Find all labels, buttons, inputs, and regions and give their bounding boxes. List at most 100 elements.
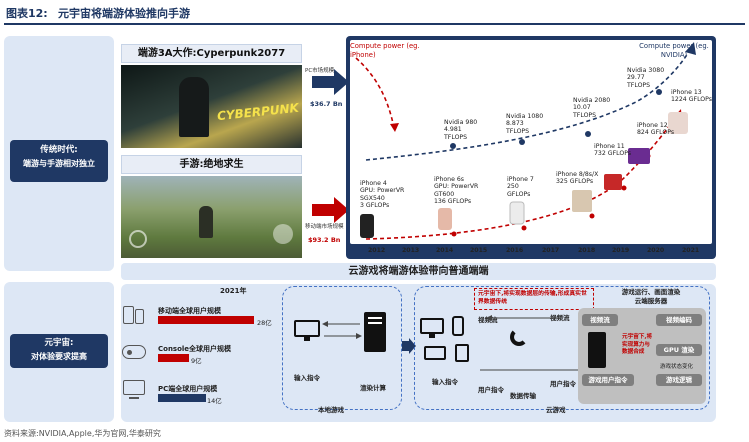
- iphone-13-photo: [668, 112, 688, 134]
- figure-number: 图表12:: [6, 7, 48, 20]
- soldier-silhouette: [199, 206, 213, 238]
- user-year: 2021年: [220, 287, 247, 295]
- gpu-render-box: GPU 渲染: [656, 344, 702, 356]
- local-gaming-box: [282, 286, 402, 410]
- timeline-curves: [355, 42, 696, 240]
- cloud-flow-arrows: [480, 315, 584, 373]
- pubg-screenshot: [121, 176, 302, 258]
- year-2019: 2019: [612, 247, 630, 254]
- game-logic-box: 游戏逻辑: [656, 374, 702, 386]
- traditional-label-box: 传统时代: 端游与手游相对独立: [10, 140, 108, 182]
- iphone-11-photo: [604, 174, 622, 190]
- iphone-8-point: [589, 213, 595, 219]
- server-title-2: 云端服务器: [634, 297, 668, 305]
- cloud-banner: 云游戏将端游体验带向普通端端: [121, 263, 716, 280]
- cloud-phone-icon: [452, 316, 464, 336]
- mobile-arrow: [312, 197, 349, 223]
- mobile-devices-icon: [121, 306, 147, 326]
- left-panel-traditional: 传统时代: 端游与手游相对独立: [4, 36, 114, 271]
- server-tower-icon: [588, 332, 606, 368]
- cloud-transmit-label: 数据传输: [510, 392, 536, 400]
- iphone-7-photo: [509, 201, 525, 225]
- console-users-bar: [158, 354, 189, 362]
- joystick-icon: [129, 230, 147, 248]
- pc-arrow: [312, 69, 349, 95]
- cyberpunk-screenshot: CYBERPUNK: [121, 65, 302, 148]
- pc-game-caption: 端游3A大作:Cyperpunk2077: [121, 44, 302, 63]
- figure-title-bar: 图表12: 元宇宙将端游体验推向手游: [4, 3, 745, 25]
- pc-users-bar: [158, 394, 206, 402]
- nvidia-980-point: [450, 143, 456, 149]
- iphone-12-photo: [628, 148, 650, 164]
- game-state-note: 游戏状态变化: [660, 364, 694, 370]
- cloud-footer: 云游戏: [546, 406, 566, 414]
- metaverse-side-note: 元宇宙下,将实现算力与数据合成: [622, 334, 653, 355]
- cloud-laptop-icon: [424, 346, 446, 360]
- iphone-7-point: [521, 225, 527, 231]
- local-tower-icon: [364, 312, 386, 352]
- gamepad-icon: [121, 342, 147, 362]
- year-2020: 2020: [647, 247, 665, 254]
- pc-market-label: PC市场规模: [305, 68, 335, 74]
- video-stream-box: 视频流: [582, 314, 618, 326]
- year-axis: 2012 2013 2014 2015 2016 2017 2018 2019 …: [350, 247, 712, 257]
- local-to-cloud-arrow: [402, 338, 416, 354]
- cloud-gaming-box: [414, 286, 710, 410]
- satellite-dish-icon: [508, 326, 532, 350]
- character-silhouette: [179, 77, 209, 137]
- pc-users-label: PC端全球用户规模: [158, 385, 218, 393]
- server-header: 游戏运行、画面渲染 云端服务器: [596, 288, 706, 308]
- nvidia-2080-point: [585, 131, 591, 137]
- mobile-market-label: 移动端市场规模: [305, 224, 344, 230]
- mobile-game-caption: 手游:绝地求生: [121, 155, 302, 174]
- year-2012: 2012: [368, 247, 386, 254]
- iphone-8-photo: [572, 190, 592, 212]
- local-input-label: 输入指令: [294, 374, 320, 382]
- console-users-label: Console全球用户规模: [158, 345, 232, 353]
- video-encode-box: 视频编码: [656, 314, 702, 326]
- metaverse-title: 元宇宙:: [44, 338, 74, 348]
- pc-users-value: 14亿: [207, 397, 222, 405]
- year-2015: 2015: [470, 247, 488, 254]
- traditional-title: 传统时代:: [40, 145, 78, 155]
- nvidia-1080-point: [519, 139, 525, 145]
- iphone-6s-point: [451, 231, 457, 237]
- server-title-1: 游戏运行、画面渲染: [621, 288, 681, 296]
- metaverse-note-box: [474, 288, 594, 310]
- pc-market-value: $36.7 Bn: [310, 100, 343, 108]
- metaverse-label-box: 元宇宙: 对体验要求提高: [10, 334, 108, 368]
- iphone-11-point: [621, 185, 627, 191]
- cyberpunk-logo: CYBERPUNK: [216, 100, 300, 124]
- mobile-users-value: 28亿: [257, 319, 272, 327]
- cloud-user-cmd2-label: 用户指令: [550, 380, 576, 388]
- year-2016: 2016: [506, 247, 524, 254]
- cloud-video-stream-left: 视频流: [478, 316, 498, 324]
- fire-button-icon: [273, 224, 293, 244]
- mobile-users-bar: [158, 316, 254, 324]
- cloud-input-label: 输入指令: [432, 378, 458, 386]
- user-bars: 移动端全球用户规模 28亿 Console全球用户规模 9亿 PC端全球用户规模…: [121, 300, 277, 422]
- cloud-tablet-icon: [455, 344, 469, 362]
- local-compute-label: 渲染计算: [360, 384, 386, 392]
- source-note: 资料来源:NVIDIA,Apple,华为官网,华泰研究: [4, 429, 161, 438]
- left-panel-metaverse: 元宇宙: 对体验要求提高: [4, 282, 114, 422]
- cloud-user-cmd-label: 用户指令: [478, 386, 504, 394]
- iphone-series-label: Compute power (eg. iPhone): [350, 42, 420, 59]
- traditional-subtitle: 端游与手游相对独立: [23, 159, 95, 168]
- local-monitor-icon: [294, 320, 320, 342]
- year-2021: 2021: [682, 247, 700, 254]
- console-users-value: 9亿: [191, 357, 202, 365]
- mobile-users-label: 移动端全球用户规模: [158, 307, 221, 315]
- user-command-box: 游戏用户指令: [582, 374, 634, 386]
